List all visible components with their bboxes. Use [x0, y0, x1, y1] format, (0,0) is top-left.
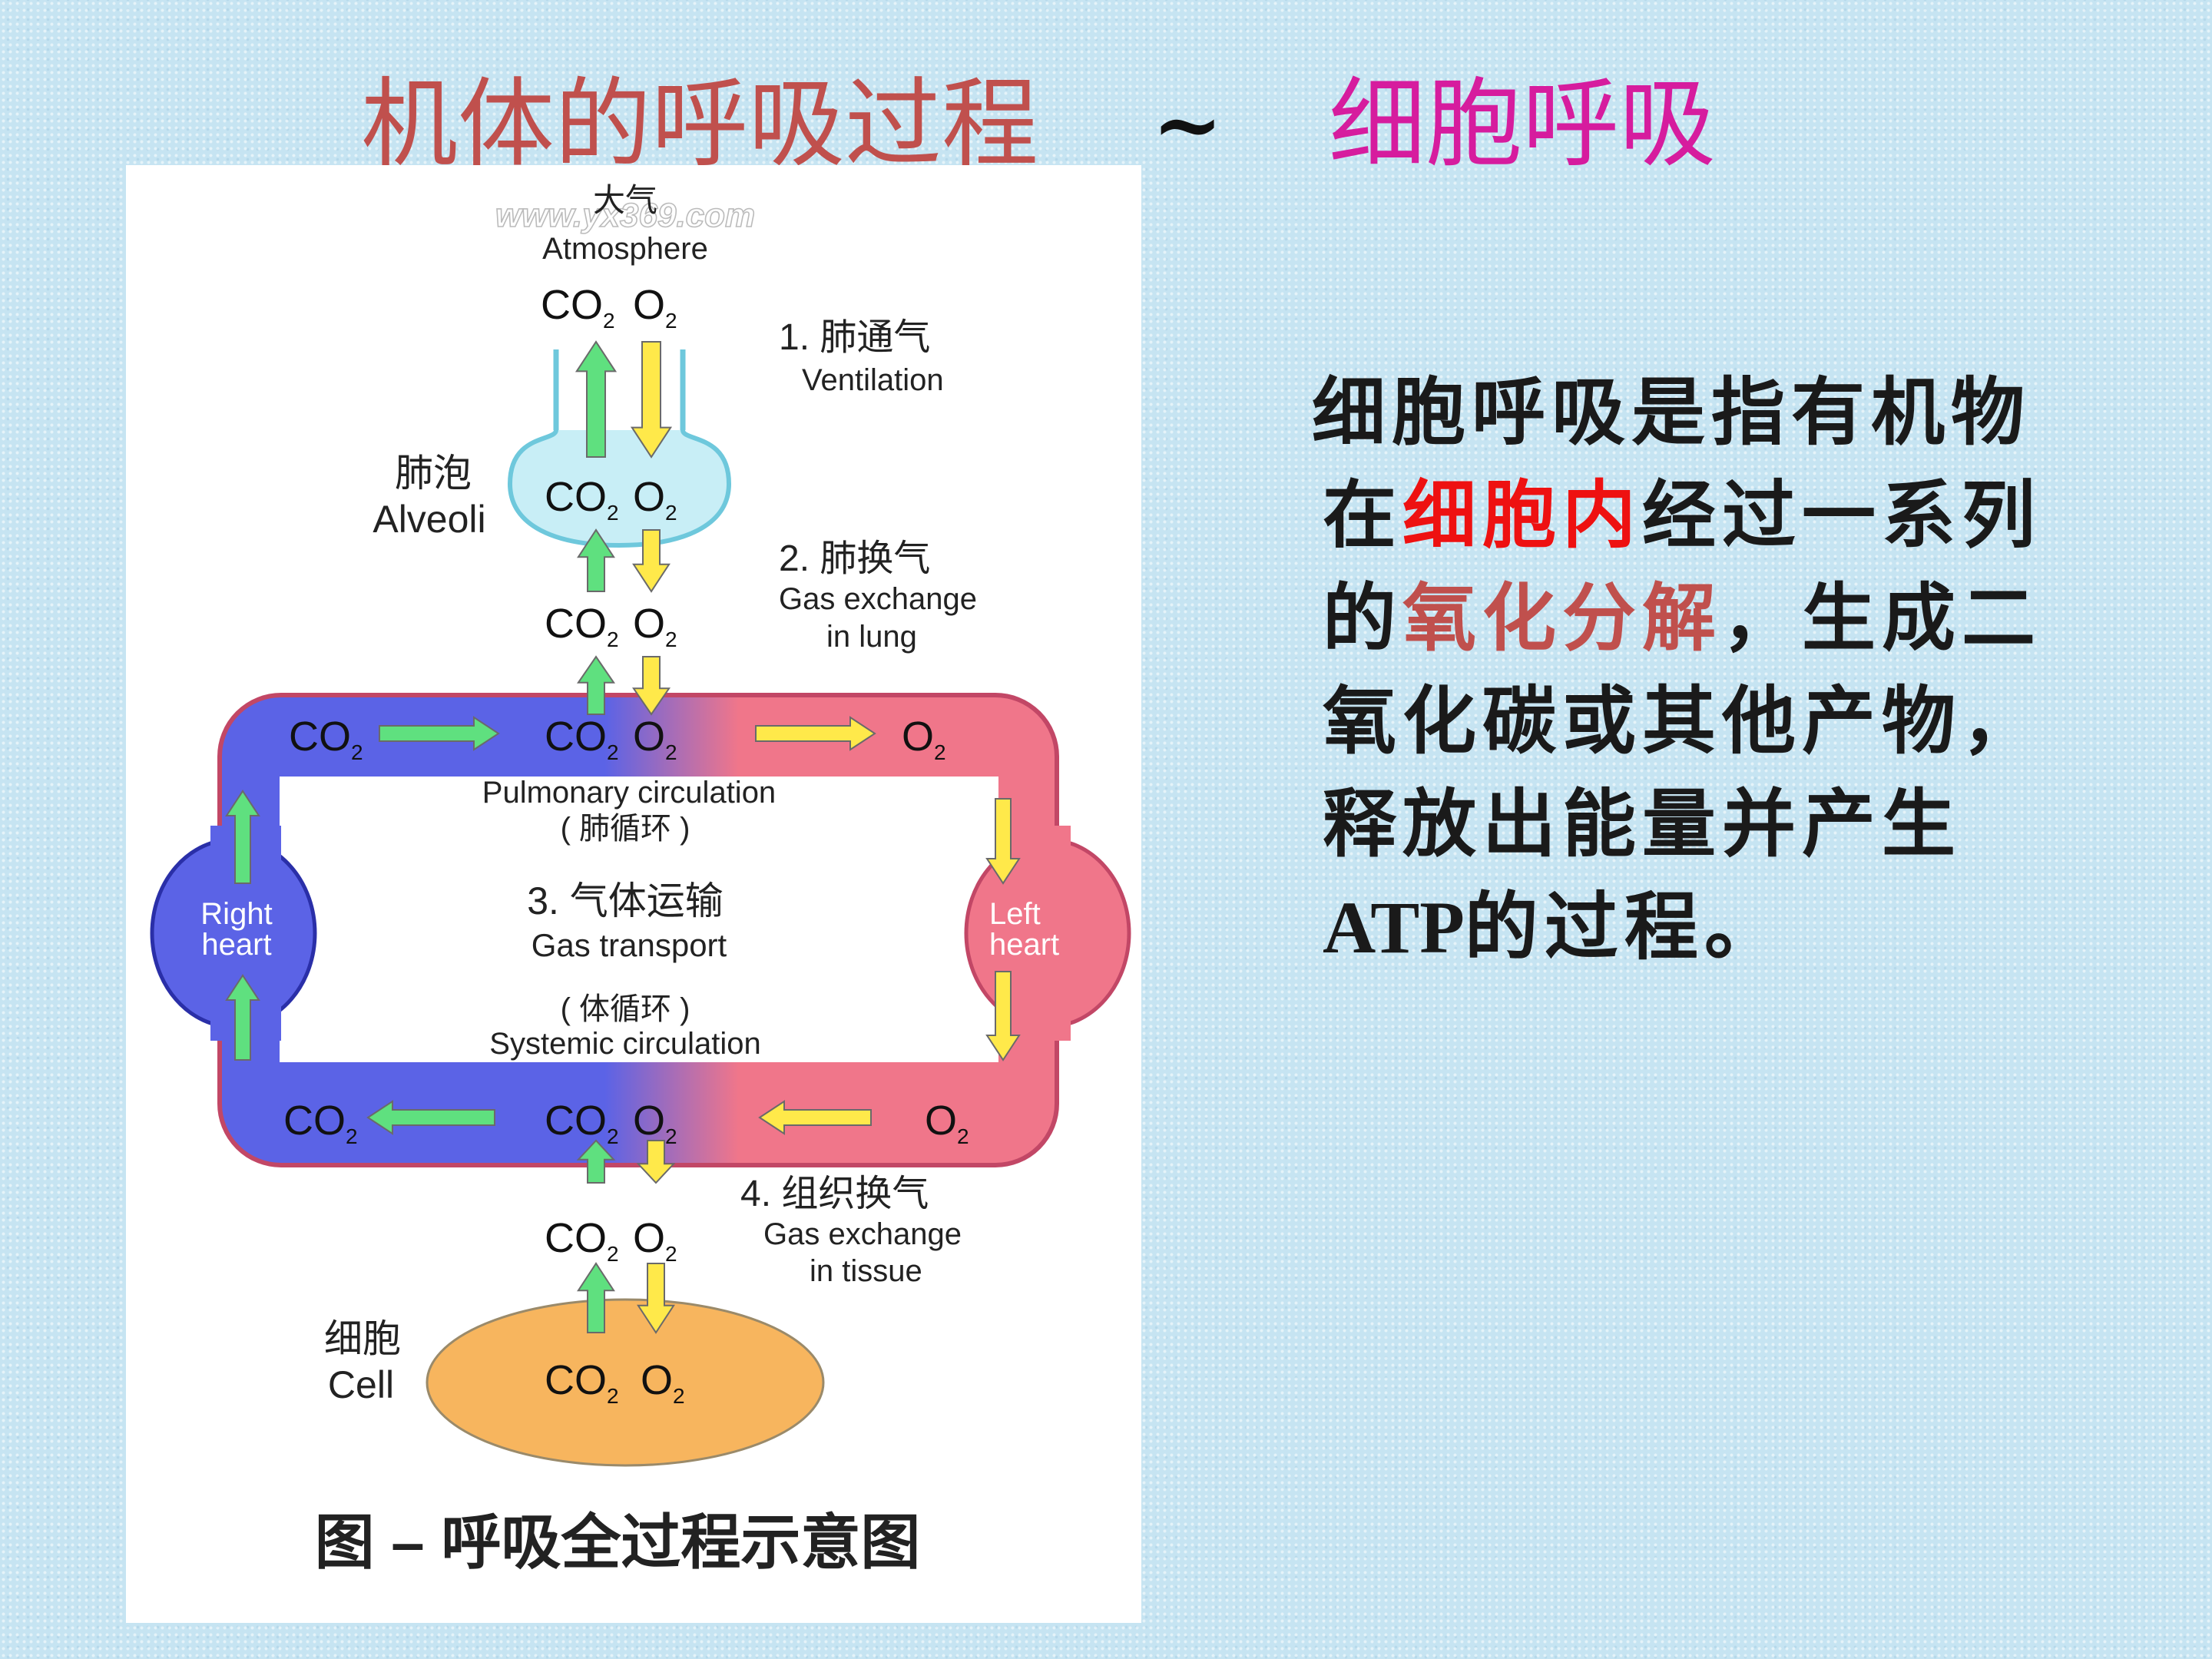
co2-up-arrow-ventilation [575, 340, 618, 458]
gas-flow-arrows [225, 340, 1021, 1334]
desc-line-1: 细胞呼吸是指有机物 [1312, 369, 2031, 455]
step1-label-en: Ventilation [802, 363, 944, 397]
gas-pair-cell: CO2 O2 [545, 1357, 685, 1408]
gas-o2-pulmonary-right: O2 [902, 714, 946, 764]
step2-label-en1: Gas exchange [779, 582, 977, 616]
gas-co2-pulmonary-left: CO2 [289, 714, 363, 764]
gas-pair-alveoli: CO2 O2 [545, 474, 677, 525]
desc-line-5: 释放出能量并产生 [1323, 780, 1962, 867]
co2-up-arrow-alveoli [577, 528, 615, 592]
svg-text:CO2: CO2 [545, 1098, 619, 1148]
o2-down-arrow-ventilation [630, 341, 673, 459]
svg-text:O2: O2 [633, 1215, 677, 1266]
svg-text:O2: O2 [902, 714, 946, 764]
pulmonary-label-en: Pulmonary circulation [482, 776, 776, 810]
atmosphere-label-en: Atmosphere [542, 232, 708, 266]
svg-text:O2: O2 [633, 282, 677, 333]
co2-up-arrow-right-heart-upper [225, 790, 260, 884]
o2-down-arrow-systemic [636, 1140, 676, 1184]
svg-text:O2: O2 [633, 1098, 677, 1148]
svg-text:O2: O2 [925, 1098, 969, 1148]
systemic-label-cn: ( 体循环 ) [561, 992, 690, 1026]
o2-down-arrow-alveoli [632, 529, 671, 593]
step4-label-en1: Gas exchange [763, 1217, 962, 1251]
cell-label-cn: 细胞 [324, 1317, 401, 1360]
svg-text:O2: O2 [633, 601, 677, 651]
step2-label-cn: 2. 肺换气 [779, 538, 930, 579]
svg-text:CO2: CO2 [541, 282, 615, 333]
o2-down-arrow-tissue [637, 1263, 675, 1334]
svg-text:CO2: CO2 [545, 1357, 619, 1408]
svg-text:O2: O2 [633, 714, 677, 764]
co2-left-arrow-systemic [366, 1100, 495, 1135]
step3-label-en: Gas transport [531, 927, 727, 963]
desc-line-6-post: 的过程。 [1464, 883, 1784, 970]
svg-text:O2: O2 [633, 474, 677, 525]
watermark: www.yx369.com [495, 197, 755, 234]
slide-title: 机体的呼吸过程 ~ 细胞呼吸 [0, 63, 2212, 186]
co2-up-arrow-right-heart-lower [225, 974, 260, 1061]
o2-down-arrow-capillary [632, 656, 671, 716]
step4-label-en2: in tissue [810, 1254, 922, 1288]
o2-left-arrow-systemic [758, 1100, 872, 1135]
desc-line-6: ATP的过程。 [1323, 876, 2197, 979]
gas-pair-tissue: CO2 O2 [545, 1215, 677, 1266]
alveoli-label-en: Alveoli [373, 498, 485, 541]
gas-pair-pulmonary: CO2 O2 [545, 714, 677, 764]
right-heart-label-2: heart [201, 928, 271, 962]
respiration-diagram-svg: www.yx369.com 大气 Atmosphere CO2 O2 CO2 O… [150, 182, 1131, 1576]
highlight-inside-cell: 细胞内 [1402, 472, 1642, 558]
left-heart-label-1: Left [989, 897, 1041, 931]
systemic-label-en: Systemic circulation [489, 1027, 760, 1061]
pulmonary-label-cn: ( 肺循环 ) [561, 812, 690, 846]
gas-pair-capillary: CO2 O2 [545, 601, 677, 651]
desc-line-2: 在细胞内经过一系列 [1323, 464, 2197, 567]
step4-label-cn: 4. 组织换气 [740, 1174, 929, 1214]
gas-pair-atmosphere: CO2 O2 [541, 282, 677, 333]
cell-label-en: Cell [328, 1363, 394, 1406]
cell-shape [426, 1298, 825, 1467]
svg-text:CO2: CO2 [545, 474, 619, 525]
step2-label-en2: in lung [826, 620, 917, 654]
description-text: 细胞呼吸是指有机物 在细胞内经过一系列 的氧化分解，生成二 氧化碳或其他产物， … [1306, 361, 2197, 979]
figure-caption: 图 – 呼吸全过程示意图 [315, 1508, 921, 1576]
alveoli-label-cn: 肺泡 [395, 452, 472, 495]
desc-line-4: 氧化碳或其他产物， [1323, 677, 2041, 764]
desc-line-3: 的氧化分解，生成二 [1323, 567, 2197, 670]
gas-pair-systemic: CO2 O2 [545, 1098, 677, 1148]
alveoli-shape [507, 429, 732, 548]
co2-up-arrow-systemic [576, 1139, 616, 1184]
gas-co2-systemic-left: CO2 [283, 1098, 358, 1148]
desc-atp: ATP [1323, 886, 1465, 969]
co2-up-arrow-tissue [577, 1262, 615, 1333]
atmosphere-label-cn: 大气 [593, 182, 657, 218]
svg-text:CO2: CO2 [289, 714, 363, 764]
respiration-diagram: www.yx369.com 大气 Atmosphere CO2 O2 CO2 O… [126, 165, 1141, 1623]
loop-interior [280, 777, 998, 1062]
title-right: 细胞呼吸 [1329, 68, 1716, 180]
o2-down-arrow-left-heart-upper [985, 798, 1021, 885]
svg-text:CO2: CO2 [283, 1098, 358, 1148]
step1-label-cn: 1. 肺通气 [779, 317, 930, 358]
title-left: 机体的呼吸过程 [361, 68, 1038, 180]
desc-line-3-post: ，生成二 [1722, 575, 2041, 661]
step3-label-cn: 3. 气体运输 [527, 879, 724, 922]
desc-line-2-pre: 在 [1323, 472, 1402, 558]
right-heart-label-1: Right [200, 897, 272, 931]
title-separator: ~ [1152, 75, 1224, 174]
svg-text:CO2: CO2 [545, 714, 619, 764]
desc-line-3-pre: 的 [1323, 575, 1402, 661]
highlight-oxidative-decomposition: 氧化分解 [1402, 575, 1722, 661]
o2-right-arrow-pulmonary [755, 716, 876, 751]
co2-right-arrow-pulmonary [379, 716, 500, 751]
svg-text:CO2: CO2 [545, 1215, 619, 1266]
svg-text:O2: O2 [641, 1357, 685, 1408]
desc-line-2-post: 经过一系列 [1642, 472, 2041, 558]
left-heart-label-2: heart [989, 928, 1059, 962]
co2-up-arrow-capillary [577, 655, 615, 715]
svg-text:CO2: CO2 [545, 601, 619, 651]
o2-down-arrow-left-heart-lower [985, 971, 1021, 1061]
gas-o2-systemic-right: O2 [925, 1098, 969, 1148]
